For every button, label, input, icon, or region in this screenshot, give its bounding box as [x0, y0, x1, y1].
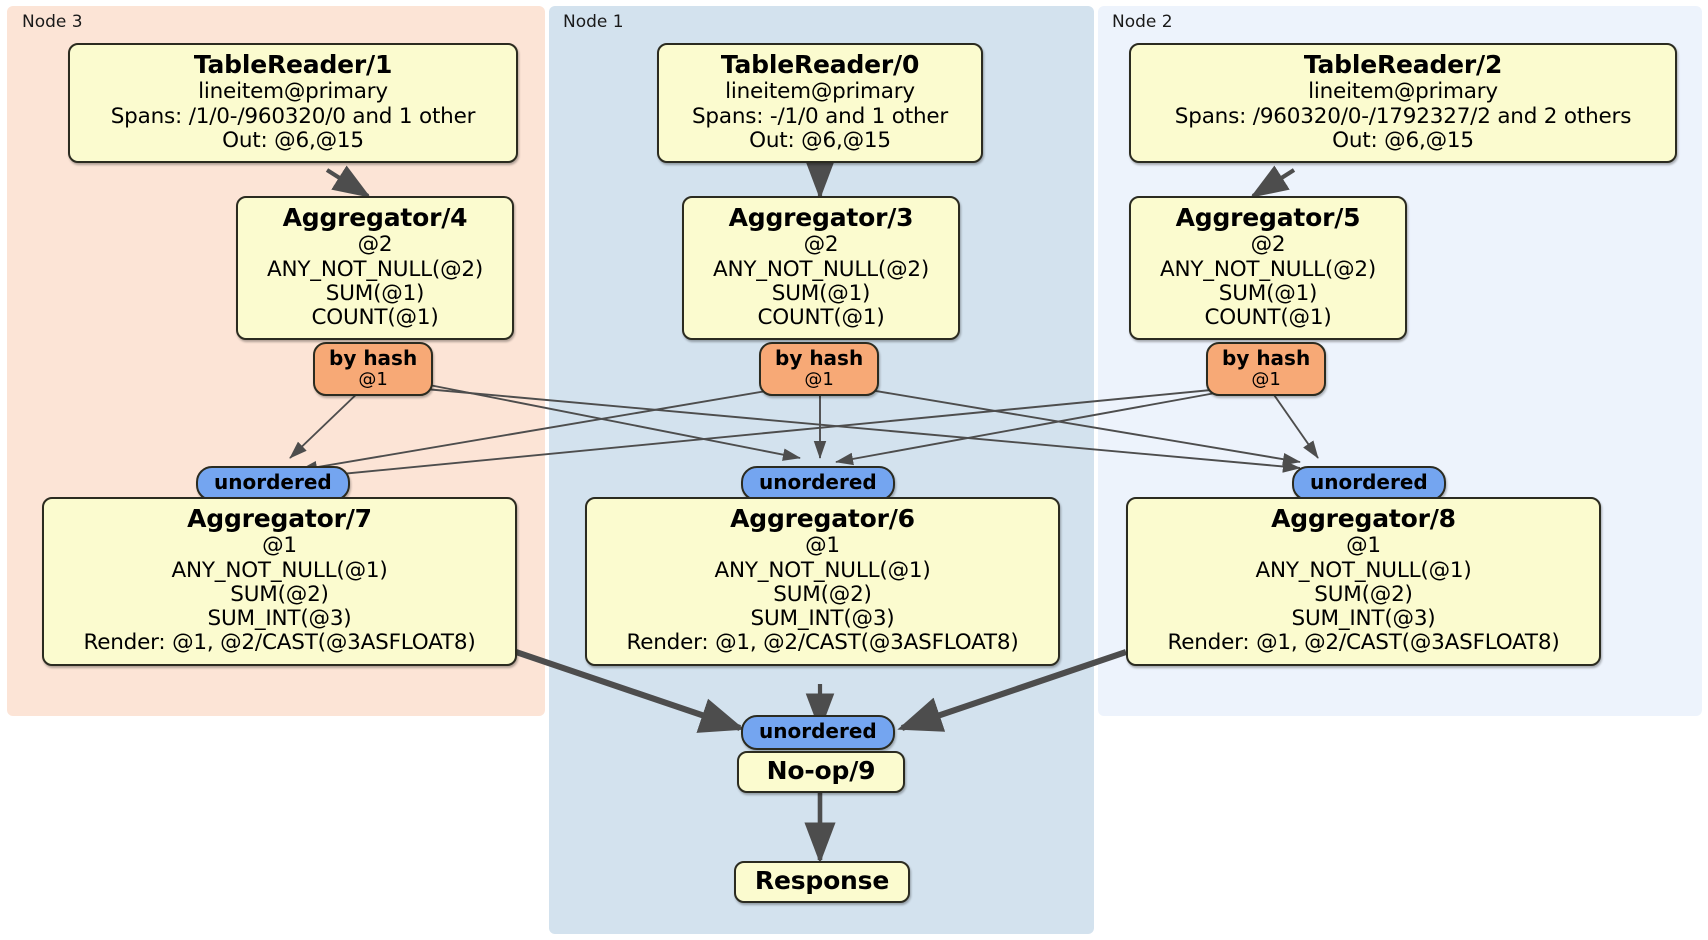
badge-label: unordered — [759, 719, 877, 743]
processor-line: SUM(@2) — [230, 581, 329, 607]
processor-line: ANY_NOT_NULL(@1) — [171, 557, 388, 583]
processor-line: Render: @1, @2/CAST(@3ASFLOAT8) — [83, 630, 476, 656]
node-label-node2: Node 2 — [1112, 12, 1173, 32]
processor-line: lineitem@primary — [725, 79, 915, 105]
badge-label: by hash — [1222, 346, 1311, 370]
processor-title: Aggregator/8 — [1271, 504, 1456, 533]
processor-table-reader-1[interactable]: TableReader/1 lineitem@primary Spans: /1… — [68, 43, 518, 164]
processor-line: SUM_INT(@3) — [207, 606, 352, 632]
processor-aggregator-5[interactable]: Aggregator/5 @2 ANY_NOT_NULL(@2) SUM(@1)… — [1129, 196, 1407, 341]
processor-line: ANY_NOT_NULL(@2) — [712, 256, 930, 282]
processor-line: Out: @6,@15 — [1332, 127, 1474, 153]
node-label-node3: Node 3 — [22, 12, 83, 32]
processor-title: TableReader/2 — [1303, 50, 1503, 79]
processor-line: SUM(@1) — [325, 280, 425, 306]
processor-line: SUM(@2) — [773, 581, 872, 607]
processor-aggregator-4[interactable]: Aggregator/4 @2 ANY_NOT_NULL(@2) SUM(@1)… — [236, 196, 514, 341]
output-badge-by-hash-right[interactable]: by hash @1 — [1206, 342, 1327, 397]
processor-line: COUNT(@1) — [311, 305, 439, 331]
input-badge-unordered-left[interactable]: unordered — [196, 466, 350, 501]
processor-title: Aggregator/5 — [1175, 203, 1361, 232]
processor-title: Aggregator/6 — [730, 504, 915, 533]
output-badge-by-hash-center[interactable]: by hash @1 — [759, 342, 880, 397]
processor-aggregator-7[interactable]: Aggregator/7 @1 ANY_NOT_NULL(@1) SUM(@2)… — [42, 497, 517, 666]
input-badge-unordered-center[interactable]: unordered — [741, 466, 895, 501]
processor-line: Render: @1, @2/CAST(@3ASFLOAT8) — [626, 630, 1019, 656]
processor-line: ANY_NOT_NULL(@1) — [1255, 557, 1472, 583]
processor-line: Out: @6,@15 — [749, 127, 891, 153]
processor-line: SUM(@1) — [771, 280, 871, 306]
processor-title: TableReader/0 — [720, 50, 920, 79]
processor-aggregator-8[interactable]: Aggregator/8 @1 ANY_NOT_NULL(@1) SUM(@2)… — [1126, 497, 1601, 666]
processor-response[interactable]: Response — [734, 861, 910, 904]
processor-line: @1 — [262, 533, 297, 559]
processor-table-reader-2[interactable]: TableReader/2 lineitem@primary Spans: /9… — [1129, 43, 1677, 164]
processor-title: Aggregator/4 — [282, 203, 468, 232]
processor-line: ANY_NOT_NULL(@1) — [714, 557, 931, 583]
badge-detail: @1 — [1251, 368, 1281, 390]
processor-line: ANY_NOT_NULL(@2) — [1159, 256, 1377, 282]
processor-line: @2 — [803, 232, 839, 258]
processor-title: Aggregator/7 — [187, 504, 372, 533]
processor-title: TableReader/1 — [193, 50, 393, 79]
badge-detail: @1 — [358, 368, 388, 390]
processor-line: COUNT(@1) — [1204, 305, 1332, 331]
processor-line: Spans: /1/0-/960320/0 and 1 other — [110, 103, 476, 129]
processor-line: Out: @6,@15 — [222, 127, 364, 153]
badge-label: unordered — [214, 470, 332, 494]
processor-aggregator-6[interactable]: Aggregator/6 @1 ANY_NOT_NULL(@1) SUM(@2)… — [585, 497, 1060, 666]
processor-line: Render: @1, @2/CAST(@3ASFLOAT8) — [1167, 630, 1560, 656]
processor-line: @2 — [357, 232, 393, 258]
input-badge-unordered-final[interactable]: unordered — [741, 715, 895, 750]
processor-line: @1 — [805, 533, 840, 559]
processor-line: Spans: -/1/0 and 1 other — [691, 103, 949, 129]
processor-table-reader-0[interactable]: TableReader/0 lineitem@primary Spans: -/… — [657, 43, 983, 164]
node-label-node1: Node 1 — [563, 12, 624, 32]
processor-aggregator-3[interactable]: Aggregator/3 @2 ANY_NOT_NULL(@2) SUM(@1)… — [682, 196, 960, 341]
processor-title: Response — [754, 866, 890, 895]
processor-no-op-9[interactable]: No-op/9 — [737, 751, 905, 794]
processor-line: SUM_INT(@3) — [750, 606, 895, 632]
processor-line: lineitem@primary — [198, 79, 388, 105]
processor-line: SUM_INT(@3) — [1291, 606, 1436, 632]
badge-detail: @1 — [804, 368, 834, 390]
badge-label: by hash — [775, 346, 864, 370]
input-badge-unordered-right[interactable]: unordered — [1292, 466, 1446, 501]
badge-label: unordered — [759, 470, 877, 494]
processor-line: SUM(@2) — [1314, 581, 1413, 607]
output-badge-by-hash-left[interactable]: by hash @1 — [313, 342, 434, 397]
processor-title: No-op/9 — [766, 756, 876, 785]
badge-label: by hash — [329, 346, 418, 370]
processor-title: Aggregator/3 — [728, 203, 914, 232]
processor-line: ANY_NOT_NULL(@2) — [266, 256, 484, 282]
processor-line: Spans: /960320/0-/1792327/2 and 2 others — [1174, 103, 1632, 129]
processor-line: SUM(@1) — [1218, 280, 1318, 306]
processor-line: @1 — [1346, 533, 1381, 559]
processor-line: COUNT(@1) — [757, 305, 885, 331]
badge-label: unordered — [1310, 470, 1428, 494]
processor-line: lineitem@primary — [1308, 79, 1498, 105]
processor-line: @2 — [1250, 232, 1286, 258]
